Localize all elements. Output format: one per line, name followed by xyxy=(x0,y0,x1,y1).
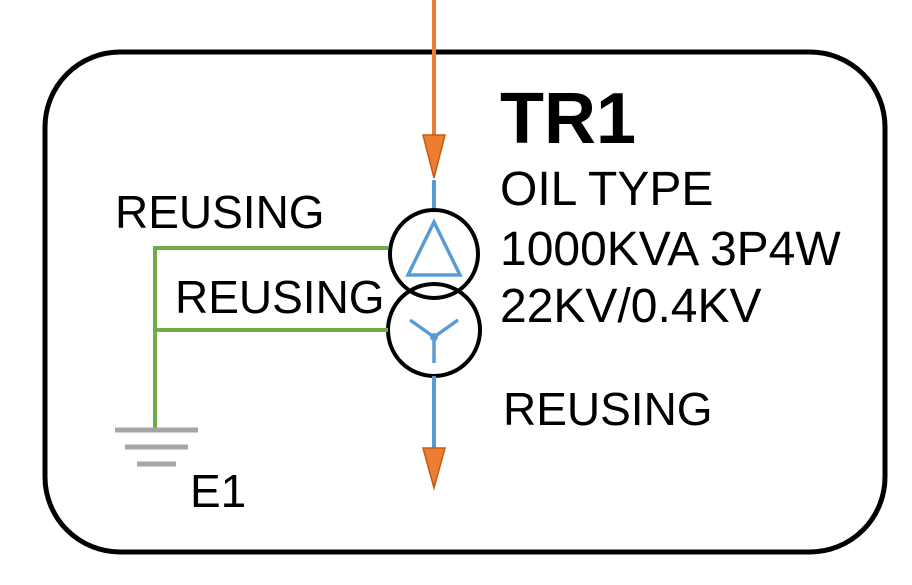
incoming-arrow-icon xyxy=(422,134,446,179)
enclosure-frame xyxy=(42,49,888,555)
primary-ground-wire xyxy=(153,246,388,428)
transformer-name: TR1 xyxy=(500,79,636,159)
spec-line-voltage: 22KV/0.4KV xyxy=(500,280,762,333)
delta-winding-icon xyxy=(388,208,480,300)
secondary-ground-label: REUSING xyxy=(175,271,385,323)
primary-ground-label: REUSING xyxy=(115,186,325,238)
spec-line-rating: 1000KVA 3P4W xyxy=(500,223,841,276)
earth-ground-icon xyxy=(115,427,198,467)
earth-label: E1 xyxy=(190,465,246,517)
output-label: REUSING xyxy=(503,383,713,435)
spec-line-type: OIL TYPE xyxy=(500,163,713,216)
outgoing-arrow-icon xyxy=(422,447,446,491)
